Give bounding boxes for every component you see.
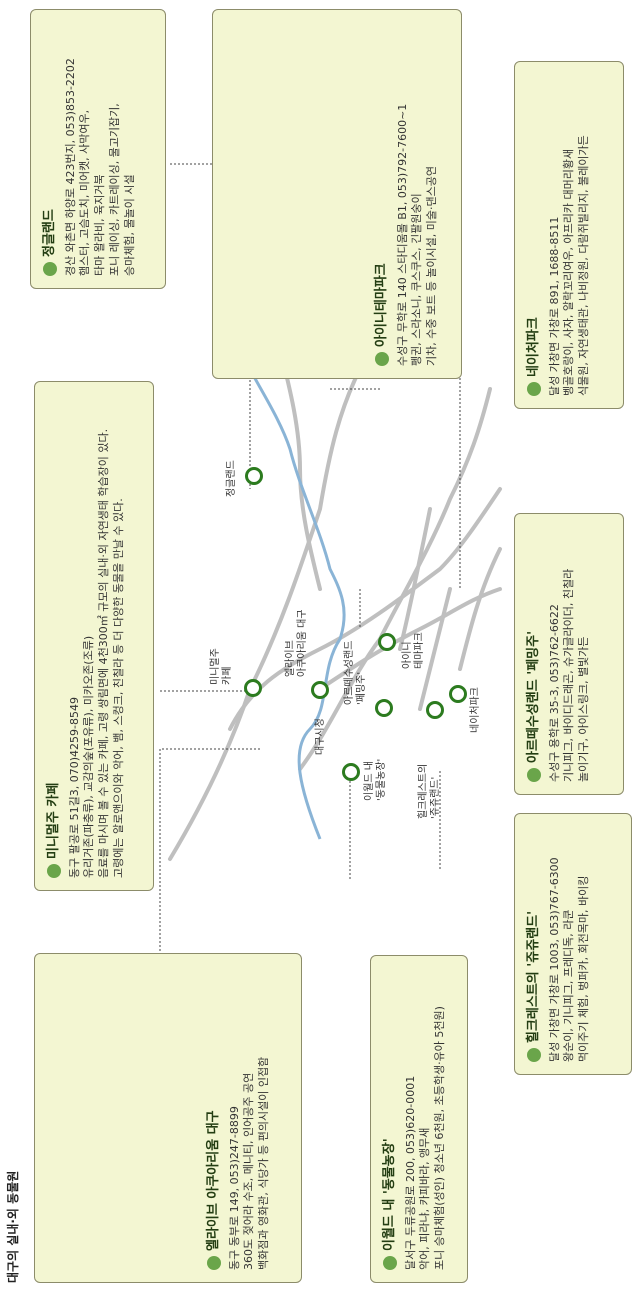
info-title: 이월드 내 '동물농장': [381, 968, 399, 1270]
info-line: 햄스터, 고슴도치, 미어캣, 사막여우,: [78, 109, 92, 276]
road: [278, 347, 322, 591]
map-pin-eworld[interactable]: [342, 763, 360, 781]
info-line: 펭귄, 스라소니, 쿠스쿠스, 긴팔원숭이: [410, 193, 424, 366]
road: [418, 587, 452, 711]
info-title: 미니멀주 카페: [45, 394, 63, 878]
info-box-aqua: 엘라이브 아쿠아리움 대구 동구 동부로 149, 053)247-8899 3…: [34, 953, 302, 1283]
info-line: 포니 레이싱, 카트레이싱, 물고기잡기,: [108, 103, 122, 276]
map-label-iny: 아이니 테마파크: [402, 632, 425, 669]
info-box-nature: 네이처파크 달성 가창면 가창로 891, 1688-8511 벵골호랑이, 사…: [514, 61, 624, 409]
info-title: 힐크레스트의 '쥬쥬랜드': [525, 826, 543, 1062]
info-line: 악어, 피라냐, 카피바라, 앵무새: [418, 1127, 432, 1270]
paw-icon: [42, 262, 57, 276]
info-box-art: 아르떼수성랜드 '페밍주' 수성구 용학로 35-3, 053)762-6622…: [514, 513, 624, 795]
info-line: 음료를 마시며 볼 수 있는 카페, 고령 쌍림면에 4천300㎡ 규모의 실내…: [97, 428, 111, 878]
leader-line: [349, 768, 356, 879]
info-line: 달성 가창면 가창로 1003, 053)767-6300: [547, 857, 561, 1062]
info-line: 동구 동부로 149, 053)247-8899: [227, 1106, 241, 1270]
paw-icon: [526, 382, 541, 396]
info-title: 네이처파크: [525, 74, 543, 396]
info-line: 기차, 수중 보트 등 놀이시설, 미술·댄스공연: [425, 165, 439, 366]
paw-icon: [526, 768, 541, 782]
paw-icon: [526, 1048, 541, 1062]
info-box-jungle: 정글랜드 경산 와촌면 하양로 423번지, 053)853-2202 햄스터,…: [30, 9, 166, 289]
info-line: 고령에는 알로앤으이와 악어, 뱀, 스컹크, 친칠라 등 더 다양한 동물을 …: [112, 498, 126, 878]
map-pin-jungland[interactable]: [245, 467, 263, 485]
map-pin-hill[interactable]: [426, 701, 444, 719]
info-box-minimal: 미니멀주 카페 동구 팔공로 51길3, 070)4259-8549 유리거존(…: [34, 381, 154, 891]
info-line: 유리거존(파충류), 교감의숲(포유류), 미카오존(조류): [82, 635, 96, 878]
road: [458, 547, 502, 671]
road: [398, 507, 432, 651]
map-label-jungland: 정글랜드: [226, 460, 237, 497]
road: [298, 387, 492, 771]
info-line: 경산 와촌면 하양로 423번지, 053)853-2202: [63, 58, 77, 276]
info-line: 벵골호랑이, 사자, 알락꼬리여우, 아프리카 대머리황새: [562, 148, 576, 396]
paw-icon: [46, 864, 61, 878]
info-line: 수성구 용학로 35-3, 053)762-6622: [547, 604, 561, 782]
info-box-hill: 힐크레스트의 '쥬쥬랜드' 달성 가창면 가창로 1003, 053)767-6…: [514, 813, 632, 1075]
road: [168, 367, 362, 861]
info-line: 승마체험, 물놀이 시설: [122, 174, 136, 276]
map-label-hill: 힐크레스트의 '쥬쥬랜드': [418, 763, 441, 819]
map-pin-aqua[interactable]: [311, 681, 329, 699]
paw-icon: [206, 1256, 221, 1270]
map-pin-iny[interactable]: [378, 633, 396, 651]
info-line: 달성 가창면 가창로 891, 1688-8511: [547, 216, 561, 396]
info-box-iny: 아이니테마파크 수성구 무학로 140 스타디움몰 B1, 053)792-76…: [212, 9, 462, 379]
map-label-daegu-city: 대구시청: [315, 718, 326, 755]
info-box-eworld: 이월드 내 '동물농장' 달서구 두류공원로 200, 053)620-0001…: [370, 955, 468, 1283]
info-line: 먹이주기 체험, 벙퍼카, 회전목마, 바이킹: [577, 875, 591, 1062]
info-title: 아르떼수성랜드 '페밍주': [525, 526, 543, 782]
map-label-eworld: 이월드 내 '동물농장': [364, 758, 387, 801]
map-pin-nature[interactable]: [449, 685, 467, 703]
road: [318, 587, 502, 691]
map-label-minimal: 미니멀주 카페: [210, 648, 233, 685]
road: [228, 487, 502, 731]
info-line: 백화점과 영화관, 식당가 등 편의시설이 인접함: [257, 1056, 271, 1270]
info-title: 아이니테마파크: [373, 22, 391, 366]
map-pin-minimal-cafe[interactable]: [244, 679, 262, 697]
info-title: 엘라이브 아쿠아리움 대구: [205, 966, 223, 1270]
paw-icon: [382, 1256, 397, 1270]
info-line: 식물원, 자연생태관, 나비정원, 다람쥐빌리지, 불레이가든: [577, 135, 591, 396]
map-pin-art[interactable]: [375, 699, 393, 717]
info-title: 정글랜드: [41, 22, 59, 276]
info-line: 기니피그, 바이디드래곤, 슈가글라이더, 친칠라: [562, 568, 576, 782]
info-line: 왕순이, 기니피그, 프레디독, 라쿤: [562, 909, 576, 1062]
info-line: 타마 왈라비, 육지거북: [93, 174, 107, 276]
info-line: 달서구 두류공원로 200, 053)620-0001: [403, 1075, 417, 1270]
info-line: 360도 젖어라 수조, 메니티, 인어공주 공연: [242, 1072, 256, 1270]
map-label-art: 아르떼수성랜드 '페밍주': [344, 640, 367, 705]
info-line: 포니 승마체험(성인) 청소년 6천원, 초등학생·유아 5천원): [433, 1006, 447, 1270]
leader-line: [159, 748, 260, 959]
map-label-aqua: 엘라이브 아쿠아리움 대구: [285, 609, 308, 677]
info-line: 수성구 무학로 140 스타디움몰 B1, 053)792-7600~1: [395, 103, 409, 366]
info-line: 동구 팔공로 51길3, 070)4259-8549: [67, 697, 81, 878]
paw-icon: [374, 352, 389, 366]
info-line: 놀이기구, 아이스링크, 별빛가든: [577, 636, 591, 782]
map-label-nature: 네이처파크: [470, 687, 481, 733]
river: [248, 368, 346, 840]
